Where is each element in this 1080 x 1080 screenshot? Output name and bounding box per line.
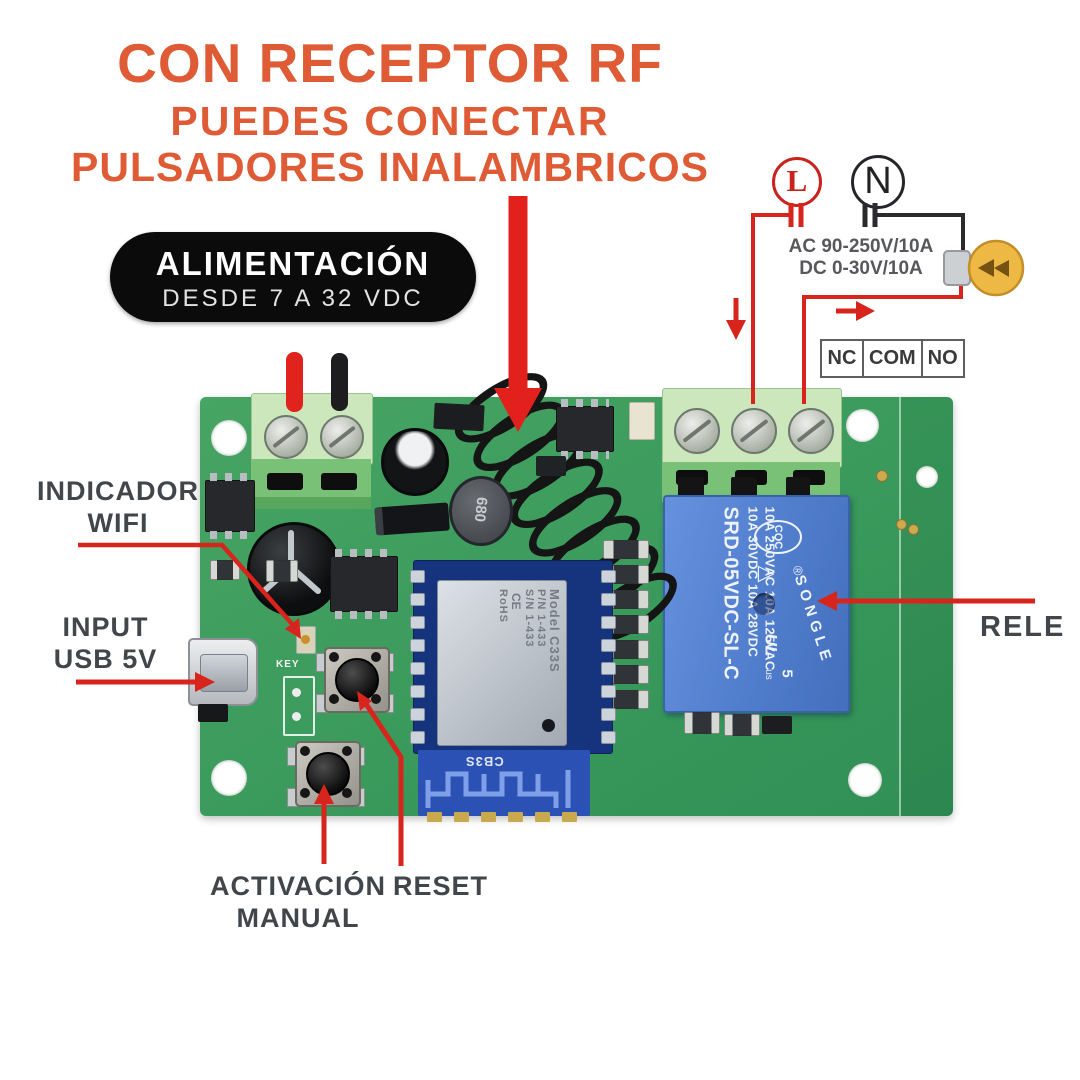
callout-reset: RESET <box>393 871 489 901</box>
live-wire <box>751 203 804 404</box>
power-badge-title: ALIMENTACIÓN <box>155 245 431 282</box>
manual-activation-button <box>287 737 365 815</box>
terminal-screw <box>788 408 834 454</box>
relay-recess <box>753 593 775 615</box>
module-sn: S/N 1-433 <box>523 589 535 648</box>
cqc-mark-icon: CQC <box>754 520 802 554</box>
key-silkscreen: KEY <box>276 659 300 670</box>
sot23-transistor <box>205 473 255 539</box>
pcb-breakaway-line <box>899 397 901 816</box>
soic8-chip <box>556 399 614 459</box>
solder-pad <box>876 470 888 482</box>
silkscreen-box <box>283 676 315 736</box>
module-name: CB3S <box>465 754 504 769</box>
relay-terminal-table: NC COM NO <box>820 339 965 378</box>
relay-pin <box>786 477 810 497</box>
terminal-screw <box>264 415 308 459</box>
smd-component <box>536 456 566 476</box>
wifi-module: Model C33S P/N 1-433 S/N 1-433 CE RoHS C… <box>410 558 616 824</box>
light-bulb-icon <box>943 239 1025 297</box>
wifi-led <box>296 626 316 654</box>
rating-ac: AC 90-250V/10A <box>788 236 934 257</box>
triangle-mark-icon: △ <box>755 565 781 583</box>
smd-component <box>433 402 485 432</box>
smd-resistor <box>724 714 760 736</box>
pcb-breakaway-strip <box>901 397 953 816</box>
relay-component: 10A 250VAC 10A 125VAC 10A 30VDC 10A 28VD… <box>663 495 850 713</box>
module-model: Model C33S <box>547 589 562 673</box>
callout-relay: RELE <box>980 611 1066 643</box>
smd-resistor <box>684 712 720 734</box>
load-wire <box>802 266 963 404</box>
module-pn: P/N 1-433 <box>535 589 547 648</box>
relay-pin <box>678 477 704 497</box>
module-antenna <box>418 750 590 816</box>
smd-resistor <box>266 560 298 582</box>
callout-manual-activation: ACTIVACIÓN MANUAL <box>210 871 386 933</box>
voltage-ratings: AC 90-250V/10A DC 0-30V/10A <box>775 236 947 280</box>
terminal-com: COM <box>862 339 923 378</box>
smd-component <box>762 716 792 734</box>
headline-line1: CON RECEPTOR RF <box>117 32 663 94</box>
mounting-hole <box>848 763 882 797</box>
capacitor <box>381 428 449 496</box>
flow-arrow-down <box>726 298 746 340</box>
headline-line3: PULSADORES INALAMBRICOS <box>70 144 710 191</box>
callout-usb-input: INPUT USB 5V <box>53 612 158 674</box>
power-badge-subtitle: DESDE 7 A 32 VDC <box>162 285 424 312</box>
terminal-no: NO <box>920 339 965 378</box>
terminal-screw <box>320 415 364 459</box>
rohs-mark: RoHS <box>497 589 509 623</box>
reset-button <box>316 643 394 721</box>
micro-usb-connector <box>188 638 258 706</box>
callout-wifi-indicator: INDICADOR WIFI <box>37 476 199 538</box>
smd-resistor <box>210 560 240 580</box>
smd-component <box>629 402 655 440</box>
mounting-hole <box>846 409 879 442</box>
rating-dc: DC 0-30V/10A <box>799 258 923 279</box>
neutral-symbol-icon: N <box>851 155 905 209</box>
ul-us-suffix: us <box>762 669 774 680</box>
module-shield: Model C33S P/N 1-433 S/N 1-433 CE RoHS <box>437 580 567 746</box>
solder-pad <box>908 524 919 535</box>
smd-component <box>198 704 228 722</box>
terminal-screw <box>731 408 777 454</box>
relay-model: SRD-05VDC-SL-C <box>719 506 742 681</box>
ce-mark-icon: CE <box>509 593 523 610</box>
smd-resistor <box>603 540 649 559</box>
line-symbol-icon: L <box>772 157 822 207</box>
headline-line2: PUEDES CONECTAR <box>170 98 610 144</box>
soic8-chip <box>330 549 398 619</box>
flow-arrow-right <box>836 301 875 321</box>
mounting-hole <box>211 420 247 456</box>
terminal-nc: NC <box>820 339 864 378</box>
mounting-hole <box>916 466 938 488</box>
ul-mark-icon: UL <box>761 633 781 657</box>
mounting-hole <box>211 760 247 796</box>
relay-pin <box>731 477 757 497</box>
solder-pad <box>896 519 907 530</box>
headline: CON RECEPTOR RF PUEDES CONECTAR PULSADOR… <box>30 36 750 190</box>
power-terminal-block <box>251 393 373 513</box>
relay-number: 5 <box>778 669 796 678</box>
inductor-680: 680 <box>449 476 513 546</box>
diode <box>374 502 450 536</box>
relay-brand: SONGLE <box>790 573 836 668</box>
terminal-screw <box>674 408 720 454</box>
power-badge: ALIMENTACIÓN DESDE 7 A 32 VDC <box>110 232 476 322</box>
